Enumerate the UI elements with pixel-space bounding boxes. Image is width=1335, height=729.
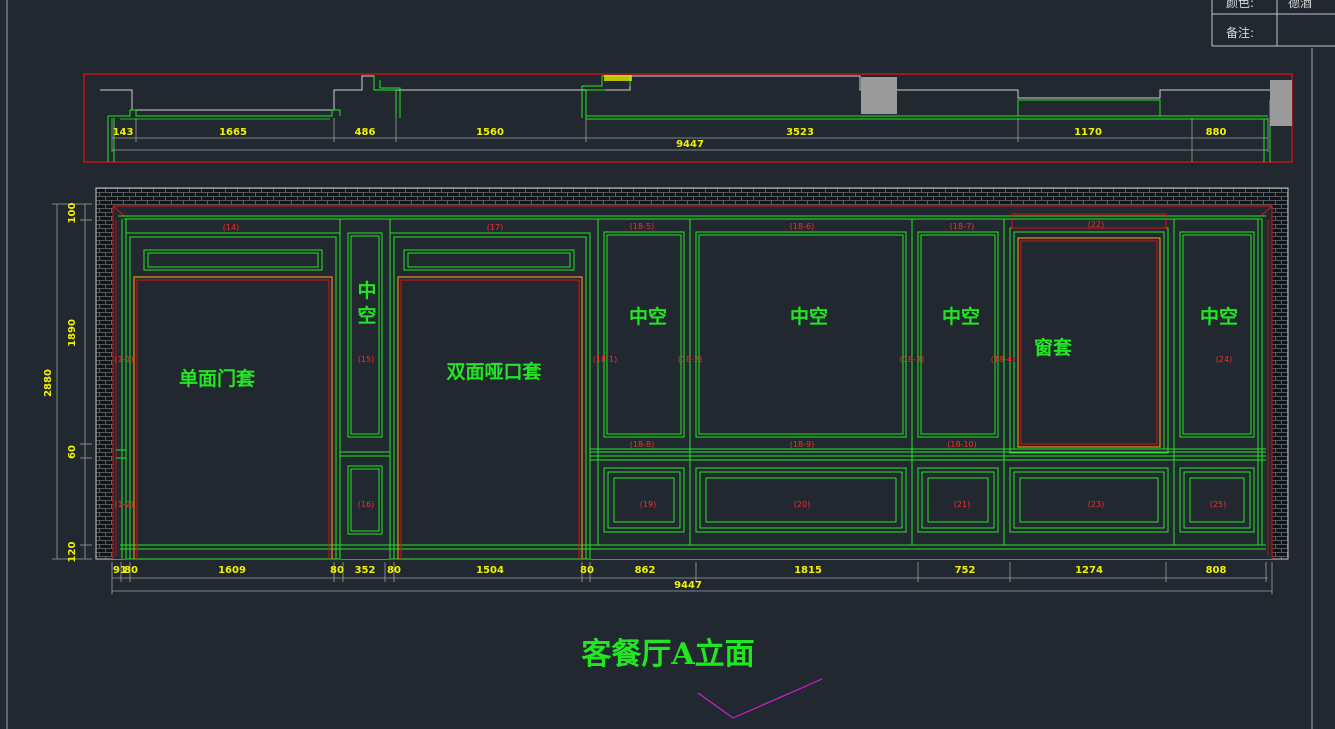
- label-single-door: 单面门套: [179, 367, 256, 390]
- elev-vdim: 120: [67, 542, 78, 563]
- plan-column: [1270, 80, 1292, 126]
- elev-dim: 1504: [476, 565, 504, 576]
- label-hollow-vertical: 中: [357, 279, 376, 302]
- plan-dim: 880: [1206, 127, 1227, 138]
- elev-dim: 352: [355, 565, 376, 576]
- tag: (18-6): [790, 222, 814, 231]
- plan-dim: 143: [113, 127, 134, 138]
- plan-dim: 1560: [476, 127, 504, 138]
- tag: (16): [358, 500, 374, 509]
- plan-dim: 486: [355, 127, 376, 138]
- tag: (24): [1216, 355, 1232, 364]
- elev-vdim-total: 2880: [43, 369, 54, 397]
- elev-dim: 80: [330, 565, 344, 576]
- tag: (23): [1088, 500, 1104, 509]
- elev-vdim: 1890: [67, 319, 78, 347]
- label-double-opening: 双面哑口套: [446, 360, 542, 383]
- tag: (18-7): [950, 222, 974, 231]
- tag: (15): [358, 355, 374, 364]
- tag: (19): [640, 500, 656, 509]
- tag: (17): [487, 223, 503, 232]
- elev-dim: 1274: [1075, 565, 1103, 576]
- tag: (20): [794, 500, 810, 509]
- tag: (25): [1210, 500, 1226, 509]
- elev-vdim: 60: [67, 445, 78, 459]
- label-hollow: 中空: [1200, 305, 1238, 328]
- tag: (18-2): [678, 355, 702, 364]
- elev-dim: 80: [387, 565, 401, 576]
- magenta-leader-line: [697, 678, 823, 719]
- tag: (1-2): [114, 500, 133, 509]
- tag: (1-1): [114, 355, 133, 364]
- title-block-color-value: 德酒: [1288, 0, 1312, 10]
- elev-dim: 808: [1206, 565, 1227, 576]
- elev-dim: 1609: [218, 565, 246, 576]
- plan-column: [861, 77, 897, 114]
- elev-dim: 1815: [794, 565, 822, 576]
- plan-view: 143 1665 486 1560 3523 1170 880 9447: [83, 73, 1293, 163]
- plan-dim: 1170: [1074, 127, 1102, 138]
- label-window: 窗套: [1034, 336, 1073, 359]
- label-hollow: 中空: [942, 305, 980, 328]
- elev-dim: 80: [124, 565, 138, 576]
- title-block: [1211, 0, 1335, 47]
- tag: (14): [223, 223, 239, 232]
- tag: (21): [954, 500, 970, 509]
- elev-dim: 80: [580, 565, 594, 576]
- tag: (18-9): [790, 440, 814, 449]
- tag: (18-8): [630, 440, 654, 449]
- label-hollow-vertical: 空: [357, 304, 376, 327]
- elev-dim: 862: [635, 565, 656, 576]
- tag: (18-3): [900, 355, 924, 364]
- title-block-color-label: 颜色:: [1226, 0, 1254, 10]
- drawing-title: 客餐厅A立面: [581, 637, 754, 672]
- plan-dim: 3523: [786, 127, 814, 138]
- title-block-remark-label: 备注:: [1226, 25, 1254, 40]
- plan-dim-total: 9447: [676, 139, 704, 150]
- elev-dim-total: 9447: [674, 580, 702, 591]
- tag: (18-5): [630, 222, 654, 231]
- label-hollow: 中空: [790, 305, 828, 328]
- elevation-view: [52, 187, 1289, 594]
- tag: (18-1): [593, 355, 617, 364]
- label-hollow: 中空: [629, 305, 667, 328]
- plan-dim: 1665: [219, 127, 247, 138]
- elev-dim: 752: [955, 565, 976, 576]
- tag: (22): [1088, 220, 1104, 229]
- tag: (18-10): [947, 440, 977, 449]
- elev-dim: 91: [113, 565, 127, 576]
- tag: (18-4): [991, 355, 1015, 364]
- elev-vdim: 100: [67, 203, 78, 224]
